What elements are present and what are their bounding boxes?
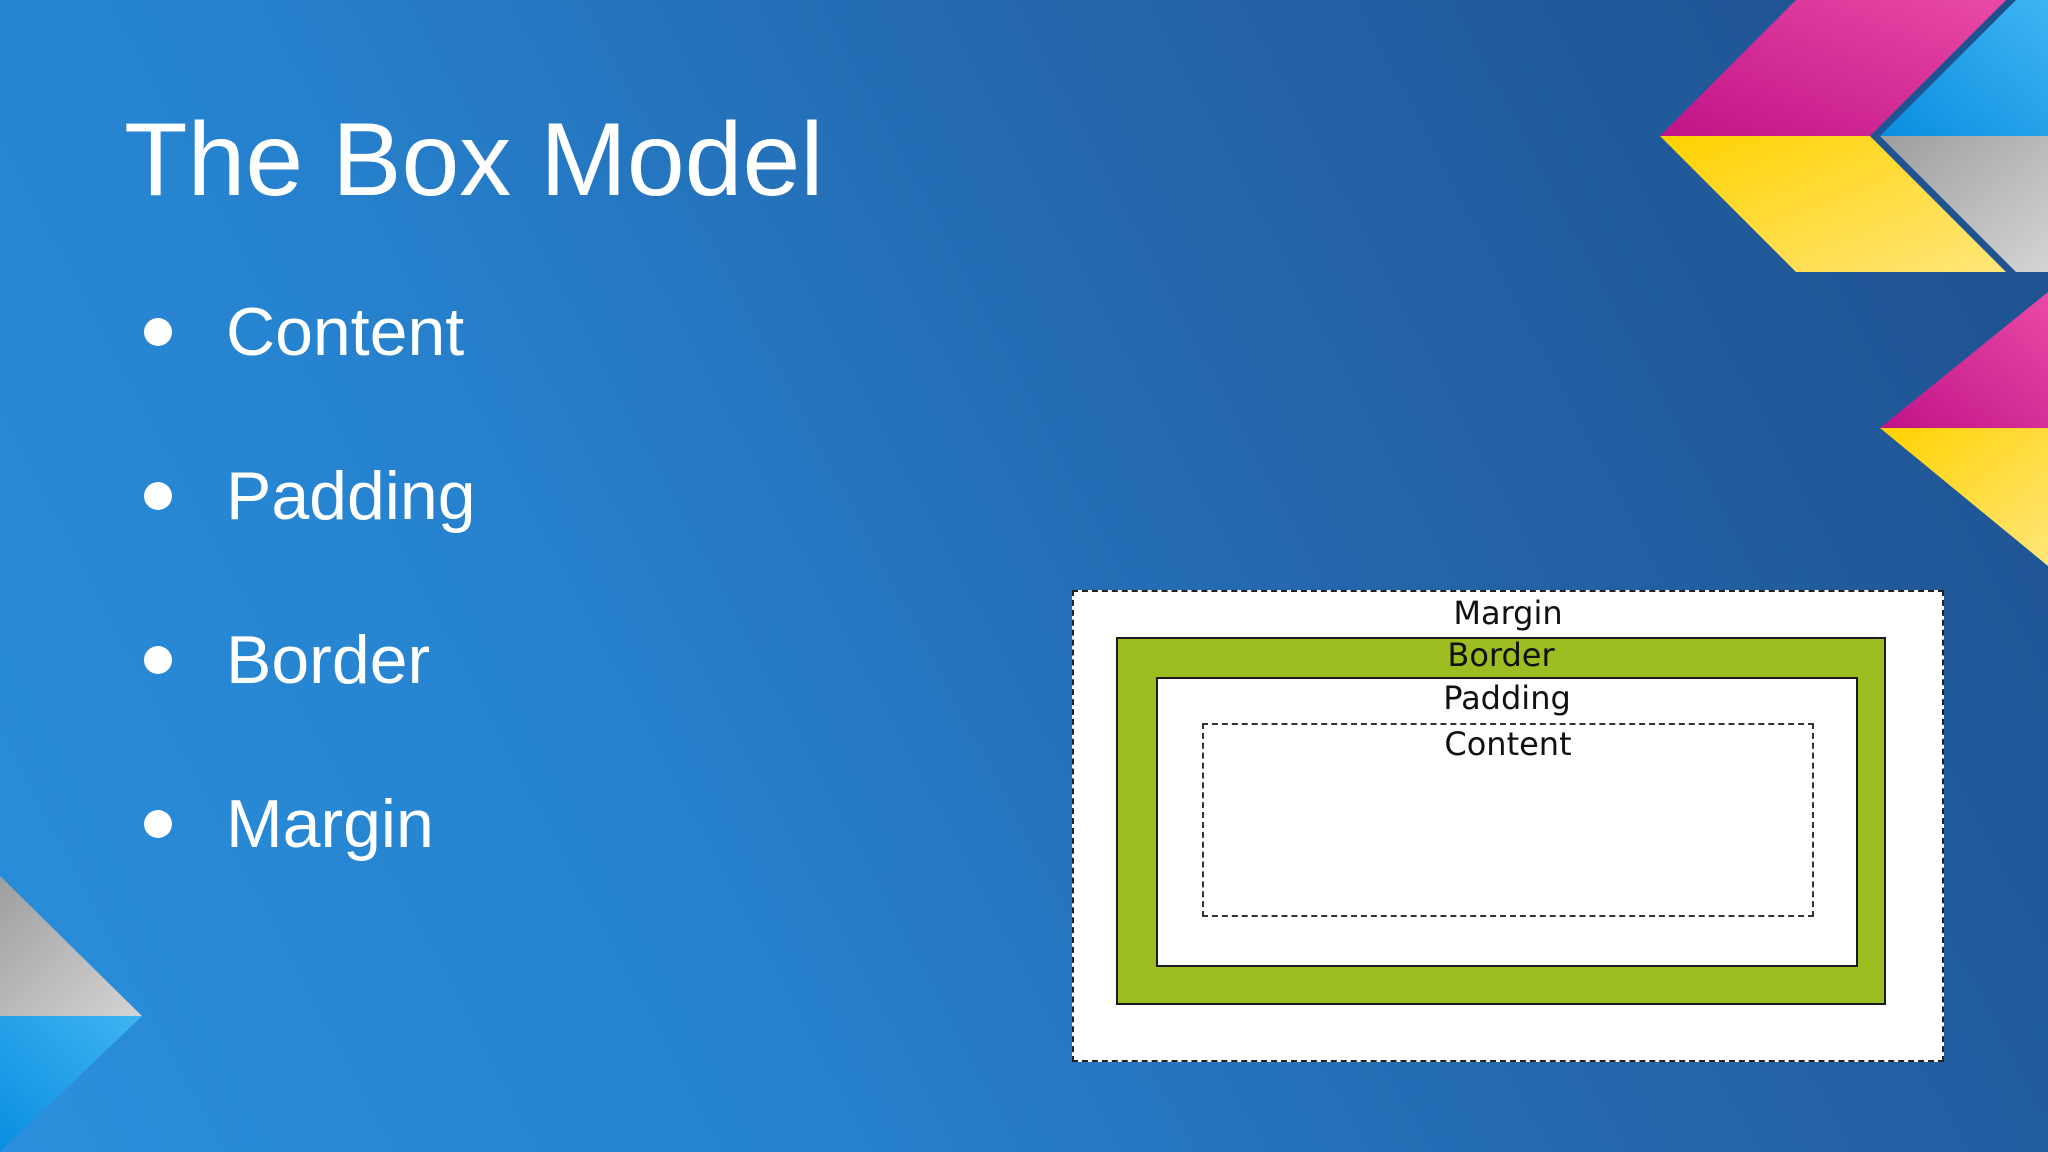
border-label: Border <box>1118 636 1884 674</box>
magenta-right-shape <box>1880 292 2048 428</box>
bullet-dot-icon <box>144 318 172 346</box>
padding-box: Padding Content <box>1156 677 1858 967</box>
bullet-dot-icon <box>144 810 172 838</box>
yellow-right-shape <box>1880 428 2048 566</box>
margin-label: Margin <box>1074 594 1942 632</box>
padding-label: Padding <box>1158 679 1856 717</box>
box-model-diagram: Margin Border Padding Content <box>1072 590 1944 1062</box>
bullet-item-padding: Padding <box>140 454 740 544</box>
bullet-item-border: Border <box>140 618 740 708</box>
content-box: Content <box>1202 723 1814 917</box>
bullet-text: Border <box>226 618 430 702</box>
bullet-text: Padding <box>226 454 476 538</box>
bullet-item-margin: Margin <box>140 782 740 872</box>
bullet-dot-icon <box>144 482 172 510</box>
gray-corner-shape <box>0 876 142 1016</box>
border-box: Border Padding Content <box>1116 637 1886 1005</box>
content-label: Content <box>1204 725 1812 763</box>
bullet-text: Margin <box>226 782 434 866</box>
bullet-text: Content <box>226 290 464 374</box>
blue-corner-shape <box>0 1016 142 1152</box>
bullet-dot-icon <box>144 646 172 674</box>
slide-title: The Box Model <box>124 100 823 220</box>
bullet-item-content: Content <box>140 290 740 380</box>
